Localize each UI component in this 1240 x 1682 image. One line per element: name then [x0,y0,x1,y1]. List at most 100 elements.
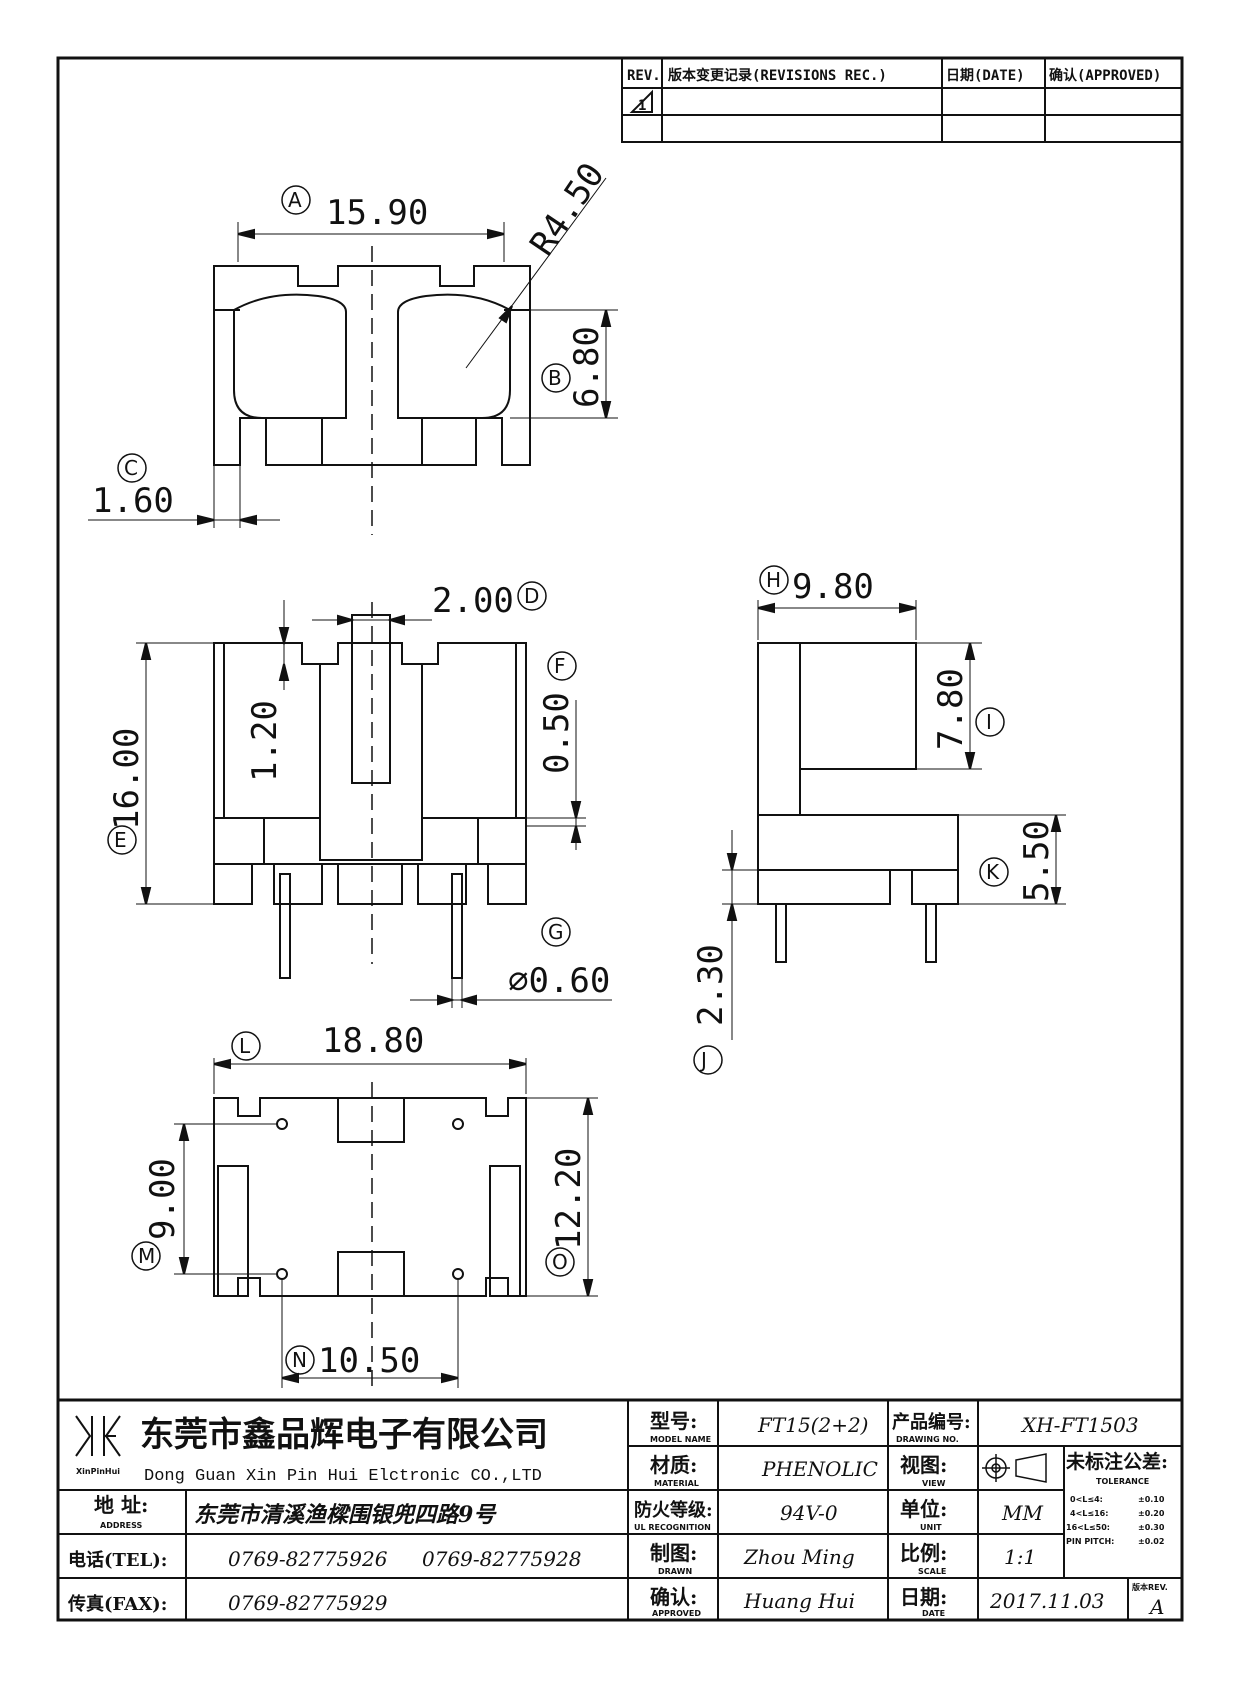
revision-table [621,57,1183,143]
approved-label-en: APPROVED [652,1609,701,1618]
dim-e: 16.00 [107,728,147,830]
scale-label: 比例: [900,1541,947,1565]
approved-value: Huang Hui [743,1589,855,1613]
bottom-view [174,1058,598,1392]
marker-circles [107,185,1009,1375]
marker-o: O [552,1250,568,1274]
dim-b: 6.80 [567,326,607,408]
dim-o: 12.20 [549,1148,589,1250]
marker-l: L [239,1034,251,1058]
date-value: 2017.11.03 [989,1589,1105,1613]
marker-d: D [524,584,539,608]
marker-g: G [548,920,564,944]
tolerance-label-en: TOLERANCE [1096,1477,1149,1486]
approved-label: 确认: [650,1585,697,1609]
top-view [88,177,618,535]
fax-value: 0769-82775929 [228,1591,388,1615]
ul-label: 防火等级: [634,1499,713,1521]
tolerance-value-1: ±0.10 [1138,1495,1165,1504]
drawing-no-label-en: DRAWING NO. [896,1435,959,1444]
marker-f: F [554,654,566,678]
marker-e: E [114,828,127,852]
material-label-en: MATERIAL [654,1479,699,1488]
dim-c: 1.60 [92,481,174,521]
rev-value: A [1148,1595,1164,1619]
date-label-en: DATE [922,1609,945,1618]
scale-value: 1:1 [1004,1545,1036,1569]
drawing-no-label: 产品编号: [892,1411,971,1433]
material-value: PHENOLIC [761,1457,878,1481]
address-value: 东莞市清溪渔樑围银兜四路9号 [194,1502,497,1528]
company-logo [75,1415,121,1457]
tolerance-range-1: 0<L≤4: [1070,1495,1103,1504]
unit-label: 单位: [900,1497,947,1521]
date-label: 日期: [900,1585,947,1609]
dim-h: 9.80 [792,567,874,607]
tolerance-range-4: PIN PITCH: [1066,1537,1114,1546]
marker-i: I [986,710,992,734]
revision-triangle-icon [629,89,653,113]
tolerance-range-2: 4<L≤16: [1070,1509,1108,1518]
dim-f: 0.50 [537,692,577,774]
projection-symbol-icon [982,1453,1047,1483]
dim-j: 2.30 [691,944,731,1026]
model-label-en: MODEL NAME [650,1435,711,1444]
marker-n: N [292,1348,307,1372]
dim-r: R4.50 [522,156,612,263]
tolerance-value-3: ±0.30 [1138,1523,1165,1532]
drawn-label: 制图: [650,1541,697,1565]
rev-label: 版本REV. [1131,1582,1168,1592]
dim-n: 10.50 [318,1341,420,1381]
dim-i: 7.80 [931,668,971,750]
ul-label-en: UL RECOGNITION [634,1523,711,1532]
unit-value: MM [1001,1501,1043,1525]
logo-text: XinPinHui [76,1467,120,1476]
date-header: 日期(DATE) [946,68,1025,84]
model-value: FT15(2+2) [757,1413,868,1437]
drawn-label-en: DRAWN [658,1567,692,1576]
company-name-cn: 东莞市鑫品辉电子有限公司 [140,1415,548,1455]
dim-1-20: 1.20 [245,700,285,782]
company-name-en: Dong Guan Xin Pin Hui Elctronic CO.,LTD [144,1467,542,1486]
tolerance-range-3: 16<L≤50: [1066,1523,1110,1532]
marker-j: J [699,1048,707,1072]
rev-row-1: 1 [638,98,646,114]
marker-c: C [124,456,138,480]
scale-label-en: SCALE [918,1567,946,1576]
tel-1: 0769-82775926 [228,1547,388,1571]
address-label-en: ADDRESS [100,1521,143,1530]
drawing-no-value: XH-FT1503 [1020,1413,1139,1437]
front-view [136,600,612,1008]
tel-label: 电话(TEL): [68,1549,167,1571]
ul-value: 94V-0 [780,1501,838,1525]
dim-d: 2.00 [432,581,514,621]
side-view [722,600,1066,1040]
rev-header: REV. [627,68,661,84]
dim-l: 18.80 [322,1021,424,1061]
model-label: 型号: [650,1409,697,1433]
title-block [58,1398,1182,1620]
dim-k: 5.50 [1017,820,1057,902]
revisions-header: 版本变更记录(REVISIONS REC.) [668,67,887,84]
tel-2: 0769-82775928 [422,1547,581,1571]
material-label: 材质: [650,1453,697,1477]
tolerance-value-4: ±0.02 [1138,1537,1164,1546]
tolerance-label: 未标注公差: [1065,1450,1168,1473]
view-label: 视图: [900,1453,947,1477]
tolerance-value-2: ±0.20 [1138,1509,1165,1518]
address-label: 地 址: [94,1493,148,1517]
unit-label-en: UNIT [920,1523,942,1532]
marker-m: M [138,1244,155,1268]
drawing-border [56,56,1184,1622]
approved-header: 确认(APPROVED) [1049,67,1161,84]
marker-k: K [986,860,1000,884]
marker-h: H [766,568,781,592]
drawn-value: Zhou Ming [743,1545,855,1569]
marker-a: A [288,188,302,212]
fax-label: 传真(FAX): [67,1593,167,1615]
dim-m: 9.00 [143,1158,183,1240]
marker-b: B [548,366,562,390]
view-label-en: VIEW [922,1479,946,1488]
dim-g: ⌀0.60 [508,961,610,1001]
